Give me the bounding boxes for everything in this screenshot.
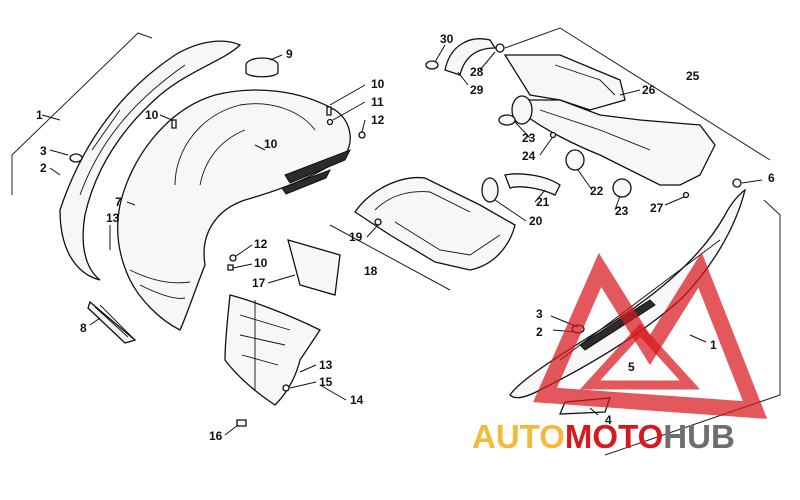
callout-12-b: 12 — [254, 237, 268, 251]
watermark-triangle-inner — [579, 323, 701, 390]
callout-19: 19 — [349, 230, 363, 244]
callout-16: 16 — [209, 429, 223, 443]
bracket-intake — [504, 27, 771, 161]
callout-13-b: 13 — [319, 358, 333, 372]
callout-22: 22 — [590, 184, 604, 198]
watermark-word-hub: HUB — [663, 418, 735, 455]
watermark-word-auto: AUTO — [472, 418, 565, 455]
callout-24: 24 — [522, 149, 536, 163]
callout-27: 27 — [650, 201, 664, 215]
watermark-triangle-outer — [533, 252, 768, 419]
couplers — [481, 114, 742, 203]
callout-8: 8 — [80, 321, 87, 335]
callout-3-right: 3 — [536, 307, 543, 321]
callout-3-left: 3 — [40, 144, 47, 158]
watermark-logo: AUTOMOTOHUB — [472, 252, 768, 455]
svg-text:AUTOMOTOHUB: AUTOMOTOHUB — [472, 418, 735, 455]
leader-lines — [41, 44, 763, 436]
fasteners-left — [171, 106, 366, 427]
callout-29: 29 — [470, 83, 484, 97]
left-side-panel — [59, 40, 242, 281]
callout-23-a: 23 — [522, 131, 536, 145]
callout-13-a: 13 — [106, 211, 120, 225]
air-box — [354, 176, 516, 271]
intake-duct — [503, 54, 716, 186]
callout-18: 18 — [364, 264, 378, 278]
bracket-air-box — [329, 224, 451, 291]
callout-2-left: 2 — [40, 161, 47, 175]
callout-labels: 1 3 2 7 13 8 9 10 10 11 12 10 12 10 17 1… — [36, 32, 775, 443]
callout-5: 5 — [628, 360, 635, 374]
callout-10-c: 10 — [264, 137, 278, 151]
intake-hose — [425, 38, 505, 76]
callout-14: 14 — [350, 393, 364, 407]
lens-plate — [287, 239, 341, 296]
callout-9: 9 — [286, 47, 293, 61]
callout-20: 20 — [529, 214, 543, 228]
watermark-word-moto: MOTO — [565, 418, 663, 455]
lower-bracket — [224, 294, 321, 406]
callout-1-right: 1 — [710, 338, 717, 352]
callout-15: 15 — [319, 375, 333, 389]
callout-2-right: 2 — [536, 325, 543, 339]
callout-10-b: 10 — [371, 77, 385, 91]
callout-12-a: 12 — [371, 113, 385, 127]
filler-cap — [245, 57, 279, 78]
callout-6: 6 — [768, 171, 775, 185]
bracket-right-panel — [604, 199, 781, 456]
callout-7: 7 — [115, 195, 122, 209]
bracket-left-panel — [11, 32, 153, 195]
callout-23-b: 23 — [615, 204, 629, 218]
callout-10-a: 10 — [145, 108, 159, 122]
callout-10-d: 10 — [254, 256, 268, 270]
callout-26: 26 — [642, 83, 656, 97]
callout-25: 25 — [686, 69, 700, 83]
callout-30: 30 — [440, 32, 454, 46]
callout-4: 4 — [605, 413, 612, 427]
callout-17: 17 — [252, 276, 266, 290]
callout-1-left: 1 — [36, 108, 43, 122]
front-housing — [117, 89, 352, 331]
callout-28: 28 — [470, 65, 484, 79]
screen-mesh — [87, 300, 137, 344]
callout-21: 21 — [536, 195, 550, 209]
callout-11: 11 — [371, 95, 384, 109]
